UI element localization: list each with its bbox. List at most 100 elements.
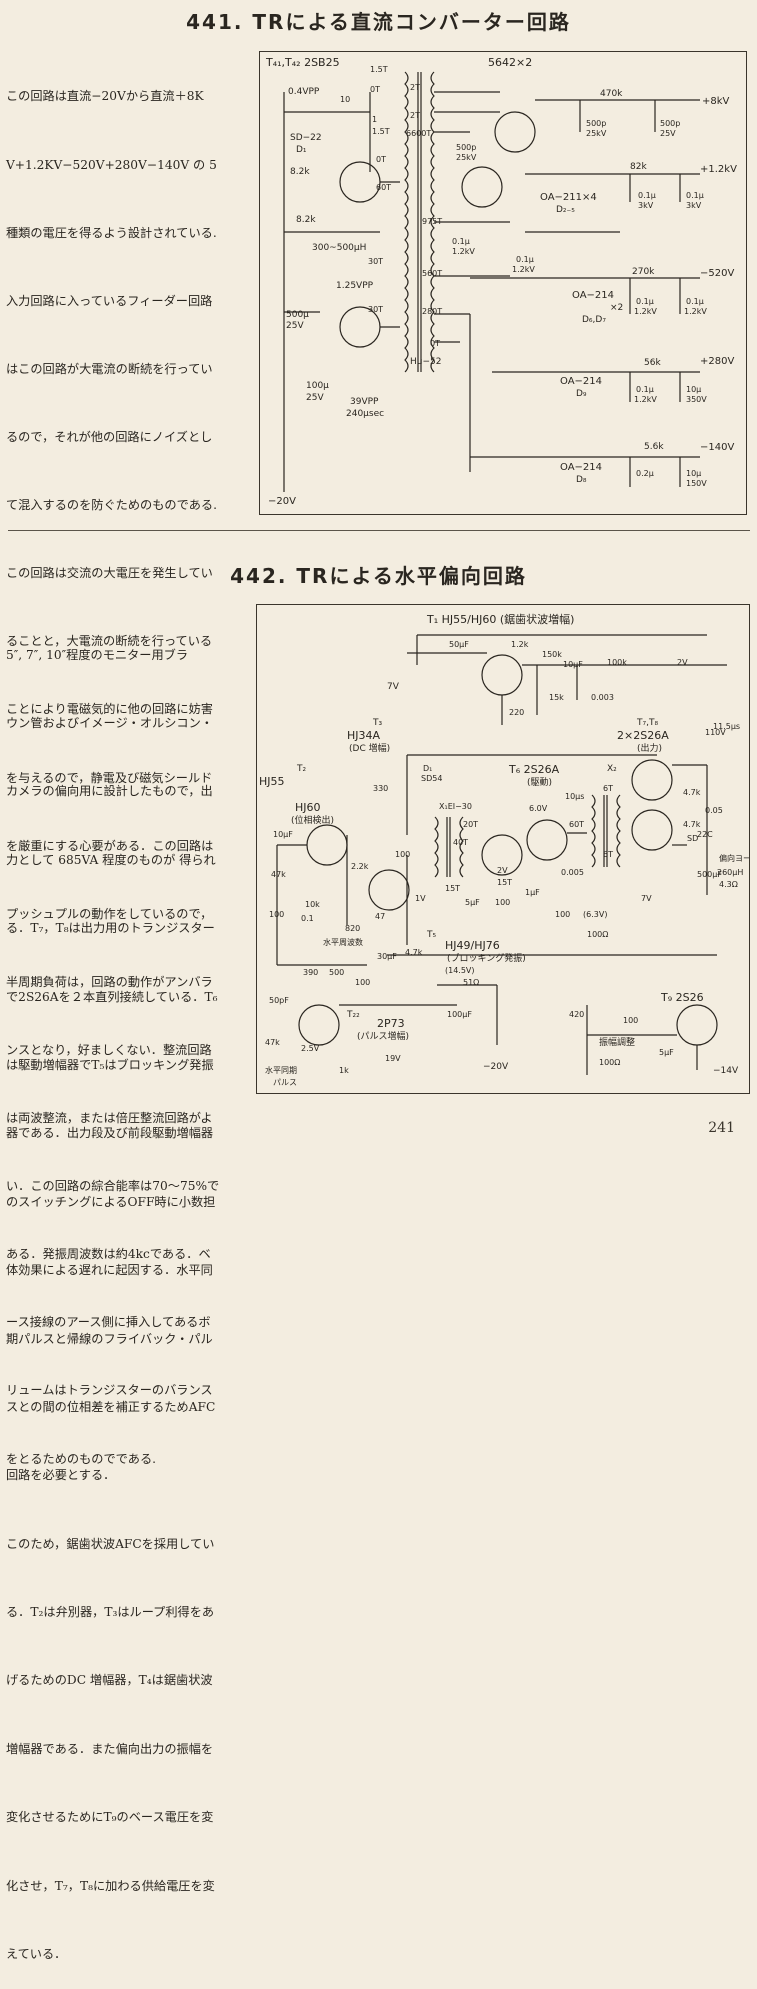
- dc-converter-label-diode-ref: D₂₋₅: [556, 205, 575, 215]
- deflection-label-resistor: 100: [623, 1016, 638, 1025]
- dc-converter-label-output: +8kV: [702, 96, 730, 107]
- deflection-label-drive: (駆動): [527, 777, 552, 788]
- deflection-label-sync: 水平同期: [265, 1065, 297, 1075]
- deflection-label-resistor: 4.7k: [405, 948, 423, 957]
- dc-converter-label-diode-multiplier: ×2: [610, 303, 623, 313]
- section-divider: [8, 530, 750, 531]
- dc-converter-label-winding: 30T: [368, 305, 383, 314]
- dc-converter-label-winding: 0T: [430, 339, 440, 348]
- deflection-label-capacitor: 0.05: [705, 806, 723, 815]
- dc-converter-label-winding: 560T: [422, 269, 442, 278]
- deflection-label-resistor: 390: [303, 968, 318, 977]
- section-441-title: 441. TRによる直流コンバーター回路: [186, 10, 571, 34]
- deflection-label-voltage: 7V: [641, 894, 652, 903]
- deflection-label-resistor: 1.2k: [511, 640, 529, 649]
- deflection-label-voltage: −14V: [713, 1066, 739, 1076]
- dc-converter-label-capacitor-voltage: 350V: [686, 395, 707, 404]
- deflection-label-winding: 6T: [603, 850, 613, 859]
- deflection-label-resistor: 47k: [265, 1038, 280, 1047]
- deflection-label-output-transistors: 2×2S26A: [617, 729, 669, 742]
- deflection-label-resistor: 420: [569, 1010, 584, 1019]
- deflection-label-phase: (位相検出): [291, 814, 334, 826]
- dc-converter-label-capacitor: 10μ: [686, 385, 701, 394]
- text-line: 変化させるためにT₉のベース電圧を変: [6, 1810, 214, 1825]
- dc-converter-label-diode: SD−22: [290, 133, 322, 143]
- dc-converter-label-choke: 300~500μH: [312, 243, 366, 253]
- dc-converter-label-diode: OA−214: [572, 290, 614, 301]
- dc-converter-label-resistor: 8.2k: [296, 215, 316, 225]
- deflection-label-capacitor: 100μF: [447, 1010, 472, 1019]
- dc-converter-label-winding: 6600T: [406, 129, 431, 138]
- text-line: るので，それが他の回路にノイズとし: [6, 429, 213, 444]
- dc-converter-label-winding: 975T: [422, 217, 442, 226]
- dc-converter-label-winding: 1.5T: [372, 127, 390, 136]
- deflection-label-capacitor: 0.003: [591, 693, 614, 702]
- dc-converter-label-diode: OA−214: [560, 376, 602, 387]
- deflection-label-resistor: 820: [345, 924, 360, 933]
- text-line: る．T₂は弁別器，T₃はループ利得をあ: [6, 1605, 215, 1620]
- dc-converter-label-transformer: Hu−52: [410, 357, 441, 367]
- deflection-label-t9: T₉ 2S26: [660, 991, 704, 1004]
- dc-converter-label-capacitor: 500p: [456, 143, 476, 152]
- dc-converter-label-capacitor: 0.2μ: [636, 469, 654, 478]
- deflection-label-capacitor: 100: [555, 910, 570, 919]
- dc-converter-label-winding: 2T: [410, 111, 420, 120]
- dc-converter-label-capacitor: 100μ: [306, 381, 329, 391]
- text-line: 半周期負荷は，回路の動作がアンバラ: [6, 974, 213, 989]
- deflection-label-voltage: 2.5V: [301, 1044, 320, 1053]
- dc-converter-label-capacitor-voltage: 25V: [286, 321, 304, 331]
- horizontal-deflection-circuit-drawing: T₁ HJ55/HJ60 (鋸歯状波増幅) 50μF 1.2k 150k 10μ…: [259, 612, 749, 1087]
- dc-converter-label-winding: 60T: [376, 183, 391, 192]
- deflection-label-winding: 20T: [463, 820, 478, 829]
- text-line: 体効果による遅れに起因する．水平同: [6, 1263, 213, 1278]
- deflection-label-voltage: 2V: [677, 658, 688, 667]
- dc-converter-label-capacitor-voltage: 25kV: [586, 129, 607, 138]
- dc-converter-label-output: +280V: [700, 356, 734, 367]
- dc-converter-label-resistor: 470k: [600, 89, 623, 99]
- deflection-label-resistor: 100: [395, 850, 410, 859]
- text-line: この回路は直流−20Vから直流＋8K: [6, 89, 204, 104]
- text-line: 入力回路に入っているフィーダー回路: [6, 293, 213, 308]
- deflection-label-diode-ref: D₁: [423, 764, 432, 773]
- dc-converter-label-winding: 1: [372, 115, 377, 124]
- deflection-label-voltage: 110V: [705, 728, 726, 737]
- deflection-label-capacitor: 50μF: [449, 640, 469, 649]
- text-line: を与えるので，静電及び磁気シールド: [6, 770, 213, 785]
- dc-converter-label-capacitor-voltage: 1.2kV: [512, 265, 535, 274]
- deflection-label-resistor: 150k: [542, 650, 562, 659]
- deflection-label-voltage: 1V: [415, 894, 426, 903]
- text-line: 増幅器である．また偏向出力の振幅を: [6, 1741, 214, 1756]
- dc-converter-label-diode-ref: D₉: [576, 389, 587, 399]
- text-line: プッシュプルの動作をしているので，: [6, 906, 213, 921]
- dc-converter-label-capacitor: 0.1μ: [638, 191, 656, 200]
- section-442-title: 442. TRによる水平偏向回路: [230, 564, 527, 588]
- deflection-label-transformer: X₂: [607, 764, 617, 774]
- dc-converter-label-capacitor: 0.1μ: [686, 191, 704, 200]
- dc-converter-label-supply: −20V: [268, 496, 296, 507]
- dc-converter-label-capacitor-voltage: 25V: [660, 129, 676, 138]
- deflection-label-resistor: 330: [373, 784, 388, 793]
- deflection-label-capacitor: 0.1: [301, 914, 314, 923]
- deflection-label-resistor: 47k: [271, 870, 286, 879]
- deflection-label-resistor: 100: [495, 898, 510, 907]
- deflection-label-voltage: 2V: [497, 866, 508, 875]
- dc-converter-schematic: T₄₁,T₄₂ 2SB25 5642×2 0.4VPP SD−22 D₁ 8.2…: [259, 51, 747, 515]
- text-line: 5″, 7″, 10″程度のモニター用ブラ: [6, 647, 189, 662]
- deflection-label-resistor: 4.7k: [683, 788, 701, 797]
- deflection-label-voltage: 6.0V: [529, 804, 548, 813]
- dc-converter-circuit-drawing: T₄₁,T₄₂ 2SB25 5642×2 0.4VPP SD−22 D₁ 8.2…: [265, 56, 737, 507]
- section-442-body: 5″, 7″, 10″程度のモニター用ブラ ウン管およびイメージ・オルシコン・ …: [6, 598, 218, 1989]
- deflection-label-transformer: X₁EI−30: [439, 802, 472, 811]
- deflection-label-inductance: 260μH: [717, 868, 743, 877]
- deflection-label-wave: 11.5μs: [713, 722, 740, 731]
- dc-converter-label-capacitor-voltage: 3kV: [638, 201, 654, 210]
- deflection-label-t7t8: T₇,T₈: [636, 718, 658, 728]
- deflection-label-blocking: (ブロッキング発振): [447, 952, 526, 964]
- dc-converter-label-winding: 280T: [422, 307, 442, 316]
- text-line: は両波整流，または倍圧整流回路がよ: [6, 1111, 213, 1126]
- dc-converter-label-winding: 2T: [410, 83, 420, 92]
- deflection-label-resistor: 100: [269, 910, 284, 919]
- deflection-label-dc-amp: (DC 増幅): [349, 742, 390, 754]
- dc-converter-label-capacitor-voltage: 25V: [306, 393, 324, 403]
- dc-converter-label-capacitor: 0.1μ: [636, 297, 654, 306]
